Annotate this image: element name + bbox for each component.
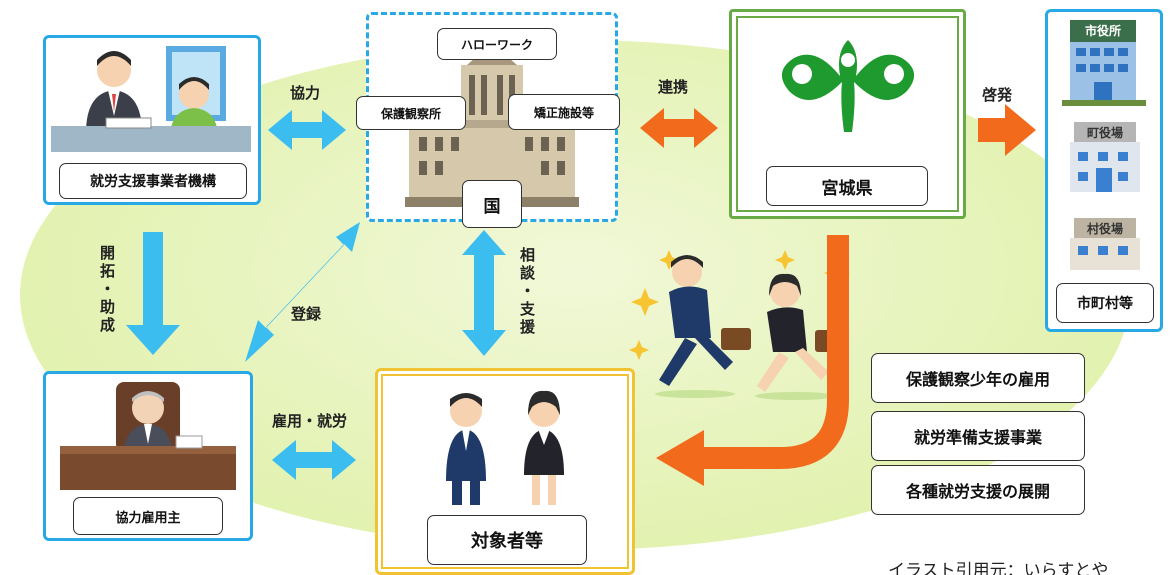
- illustration-credit: イラスト引用元：いらすとや: [888, 561, 1109, 575]
- consultation-support-char: 援: [520, 318, 536, 336]
- curved-arrow-head: [656, 430, 704, 486]
- consultation-support-char: 支: [520, 300, 536, 318]
- town-office-sign: 町役場: [1086, 126, 1123, 140]
- target-persons-label: 対象者等: [427, 515, 587, 565]
- consultation-support-arrow: [462, 230, 506, 356]
- consultation-support-char: 相: [520, 246, 536, 264]
- initiative-various-employment-support: 各種就労支援の展開: [871, 465, 1085, 515]
- consultation-support-char: 談: [520, 264, 536, 282]
- registration-label: 登録: [291, 305, 322, 323]
- registration-arrow: [245, 222, 360, 362]
- development-aid-char: 成: [100, 316, 116, 334]
- miyagi-label: 宮城県: [766, 166, 928, 206]
- correctional-facilities-label: 矯正施設等: [508, 94, 620, 130]
- running-workers-illustration: [629, 250, 850, 400]
- hello-work-label: ハローワーク: [437, 28, 557, 60]
- employer-illustration: [60, 382, 236, 490]
- development-aid-char: 拓: [100, 262, 116, 280]
- miyagi-emblem: [781, 40, 915, 132]
- city-office-sign: 市役所: [1084, 24, 1121, 38]
- initiative-probation-youth-employment: 保護観察少年の雇用: [871, 353, 1085, 403]
- cooperating-employer-label: 協力雇用主: [73, 497, 223, 535]
- development-aid-char: 助: [100, 298, 116, 316]
- employment-support-org-label: 就労支援事業者機構: [59, 163, 247, 199]
- cooperation-label: 協力: [290, 84, 321, 102]
- initiative-employment-readiness: 就労準備支援事業: [871, 411, 1085, 461]
- partnership-arrow: [640, 108, 718, 148]
- consultation-support-char: ・: [520, 282, 536, 300]
- development-aid-char: ・: [100, 280, 116, 298]
- municipal-buildings-illustration: [1062, 20, 1146, 270]
- employment-work-label: 雇用・就労: [272, 412, 348, 430]
- awareness-label: 啓発: [982, 86, 1013, 104]
- cooperation-arrow: [268, 110, 346, 150]
- probation-office-label: 保護観察所: [356, 96, 466, 130]
- development-aid-label: 開 拓 ・ 助 成: [100, 244, 115, 334]
- employment-work-arrow: [272, 440, 356, 480]
- national-label: 国: [462, 180, 522, 228]
- development-aid-arrow: [126, 232, 180, 355]
- employment-support-org-panel: [43, 35, 261, 205]
- target-persons-illustration: [446, 390, 564, 505]
- municipalities-label: 市町村等: [1056, 283, 1154, 323]
- village-office-sign: 村役場: [1086, 222, 1123, 236]
- development-aid-char: 開: [100, 244, 116, 262]
- consultation-support-label: 相 談 ・ 支 援: [520, 246, 535, 336]
- partnership-label: 連携: [658, 78, 689, 96]
- awareness-arrow: [978, 104, 1036, 156]
- municipalities-panel: 市役所 町役場 村役場: [1045, 9, 1163, 332]
- consultation-illustration: [51, 46, 251, 152]
- miyagi-to-target-curved-arrow: [702, 235, 849, 469]
